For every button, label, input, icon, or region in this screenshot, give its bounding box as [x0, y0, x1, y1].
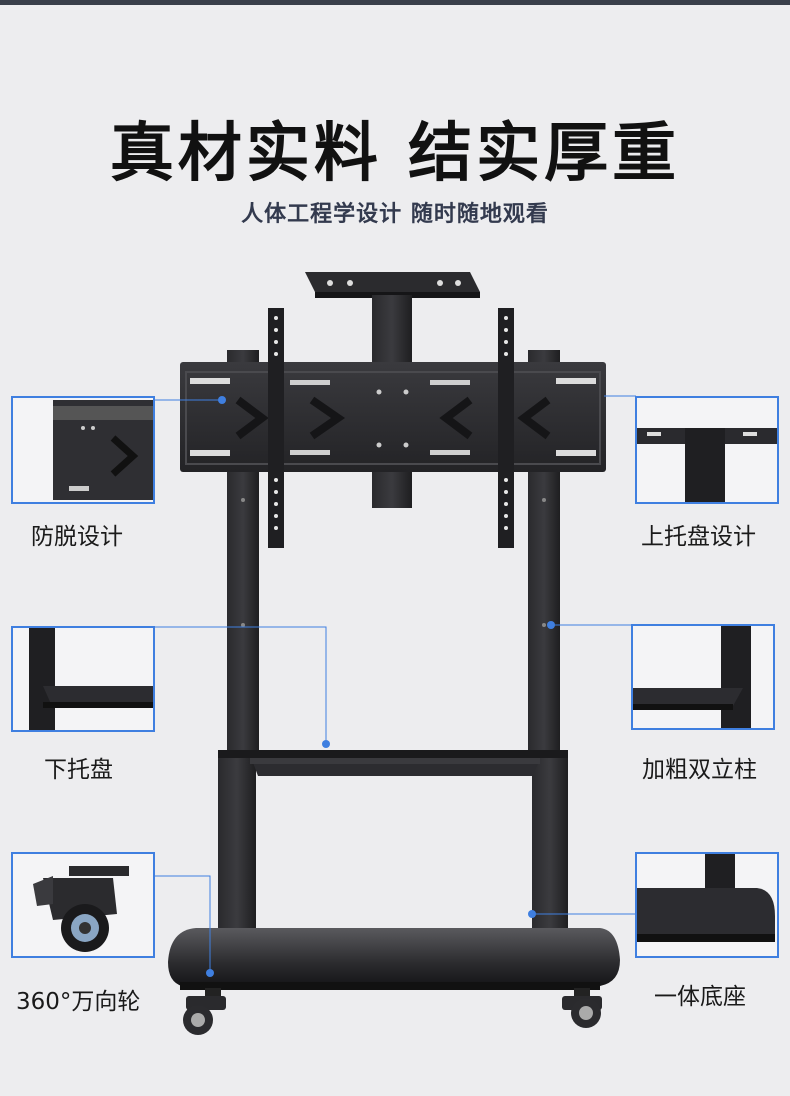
inset-caster [11, 852, 155, 958]
callout-lead-lines [154, 395, 636, 972]
wall-mount-plate [180, 362, 606, 472]
vesa-arms [268, 308, 514, 548]
lower-frame [218, 750, 568, 960]
caption-caster: 360°万向轮 [16, 989, 141, 1015]
caption-base: 一体底座 [654, 984, 746, 1010]
top-tray [305, 272, 480, 367]
caption-double-column: 加粗双立柱 [642, 757, 757, 783]
inset-double-column [631, 624, 775, 730]
casters [183, 988, 602, 1035]
lower-tray [250, 758, 540, 776]
subheadline: 人体工程学设计 随时随地观看 [241, 202, 549, 227]
base-plate [168, 928, 620, 990]
top-border-bar [0, 0, 790, 5]
inset-top-tray [635, 396, 779, 504]
inset-base [635, 852, 779, 958]
inset-anti-drop [11, 396, 155, 504]
caption-lower-tray: 下托盘 [44, 757, 113, 783]
headline: 真材实料 结实厚重 [109, 117, 681, 191]
inset-lower-tray [11, 626, 155, 732]
caption-top-tray: 上托盘设计 [641, 524, 756, 550]
callout-dots [206, 396, 555, 977]
caption-anti-drop: 防脱设计 [31, 524, 123, 550]
